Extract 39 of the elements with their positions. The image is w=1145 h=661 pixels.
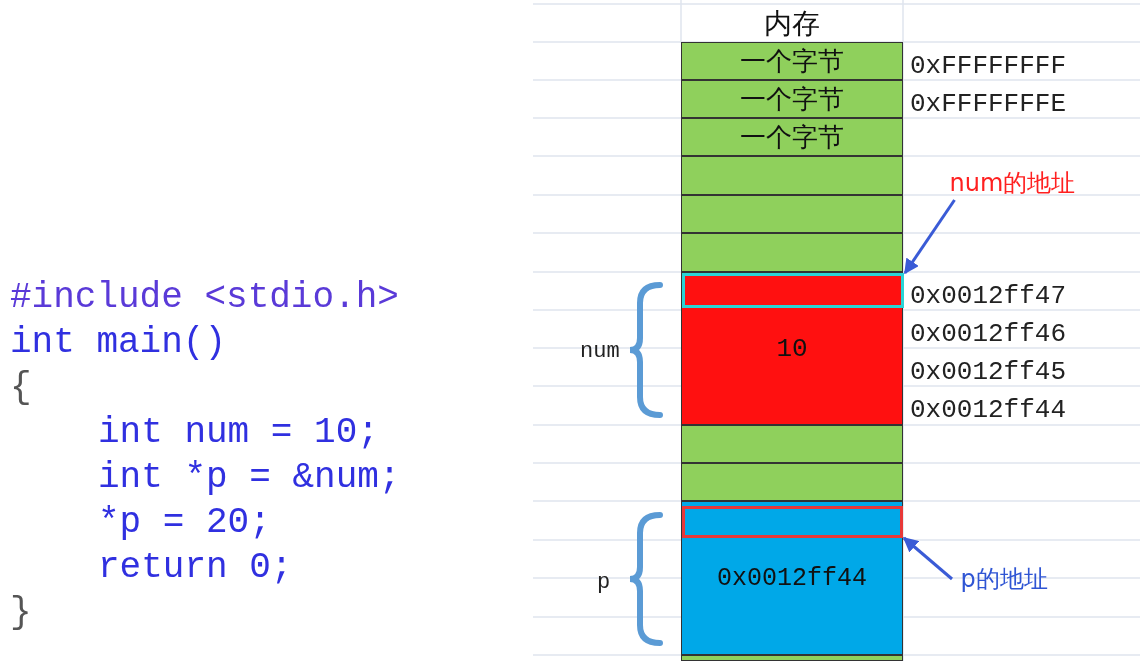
memory-cell [681, 42, 903, 80]
cell-text: 0x0012ff44 [717, 563, 867, 593]
memory-cell [681, 425, 903, 463]
memory-address: 0xFFFFFFFE [910, 91, 1067, 117]
annotation-text: num的地址 [940, 166, 1085, 200]
memory-cell [681, 195, 903, 233]
arrow [903, 199, 956, 275]
arrow [902, 536, 953, 581]
memory-cell [681, 233, 903, 272]
memory-cell [681, 463, 903, 501]
code-line: { [10, 370, 32, 406]
memory-cell [681, 156, 903, 195]
memory-address: 0x0012ff46 [910, 321, 1067, 347]
highlight-outline [682, 506, 903, 538]
memory-address: 0x0012ff44 [910, 397, 1067, 423]
code-line: int num = 10; [98, 415, 379, 451]
code-line: int *p = &num; [98, 460, 401, 496]
cell-text: 一个字节 [740, 83, 844, 116]
variable-name: p [597, 572, 611, 594]
cell-text: 一个字节 [740, 45, 844, 78]
memory-cell [681, 655, 903, 661]
code-line: } [10, 595, 32, 631]
memory-address: 0x0012ff45 [910, 359, 1067, 385]
memory-block [681, 272, 903, 425]
cell-text: 10 [776, 333, 808, 364]
code-line: #include <stdio.h> [10, 280, 399, 316]
variable-name: num [580, 341, 620, 363]
cell-text: 一个字节 [740, 121, 844, 154]
code-line: *p = 20; [98, 505, 271, 541]
memory-address: 0x0012ff47 [910, 283, 1067, 309]
memory-cell [681, 80, 903, 118]
memory-address: 0xFFFFFFFF [910, 53, 1067, 79]
column-heading: 内存 [764, 10, 820, 38]
memory-cell [681, 118, 903, 156]
code-line: return 0; [98, 550, 293, 586]
highlight-outline [682, 273, 904, 308]
code-line: int main() [10, 325, 227, 361]
memory-block [681, 501, 903, 655]
annotation-text: p的地址 [952, 562, 1056, 596]
